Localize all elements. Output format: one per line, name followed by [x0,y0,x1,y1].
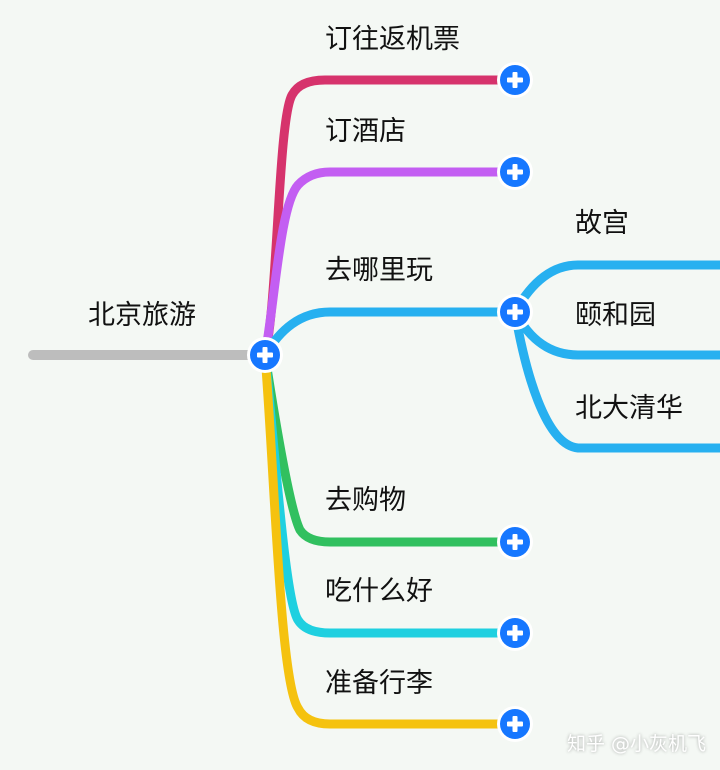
node-yiheyuan[interactable]: 颐和园 [575,300,656,331]
expand-button-flights[interactable] [497,62,533,98]
node-hotel[interactable]: 订酒店 [325,116,406,147]
node-packing[interactable]: 准备行李 [325,668,433,699]
expand-button-shopping[interactable] [497,524,533,560]
node-food[interactable]: 吃什么好 [325,576,433,607]
node-gugong[interactable]: 故宫 [575,208,629,239]
node-root[interactable]: 北京旅游 [88,300,196,331]
node-beida-qinghua[interactable]: 北大清华 [575,393,683,424]
expand-button-sightseeing[interactable] [497,294,533,330]
branch-line-packing [260,350,520,729]
expand-button-packing[interactable] [497,706,533,742]
node-shopping[interactable]: 去购物 [325,485,406,516]
node-flights[interactable]: 订往返机票 [325,24,460,55]
child-line-beida-qinghua [510,307,720,453]
branch-line-hotel [260,167,520,360]
branch-line-sightseeing [260,307,520,360]
expand-button-food[interactable] [497,615,533,651]
expand-button-hotel[interactable] [497,154,533,190]
watermark: 知乎 @小灰机飞 [566,733,706,755]
expand-button-root[interactable] [247,337,283,373]
node-sightseeing[interactable]: 去哪里玩 [325,255,433,286]
